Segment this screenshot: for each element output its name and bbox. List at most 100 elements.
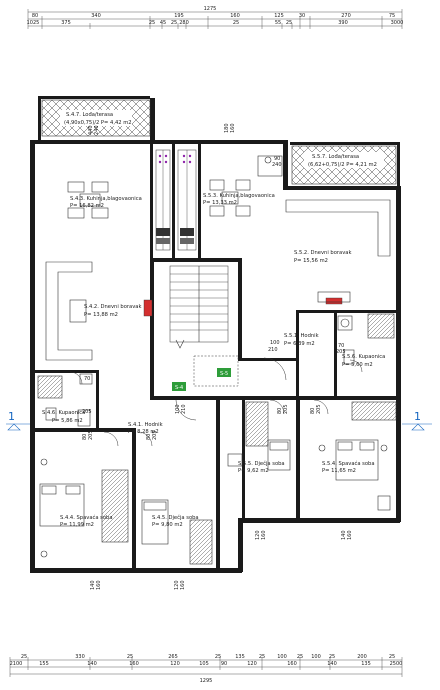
bottom-dim: 25	[389, 654, 395, 660]
door-swings	[69, 357, 363, 447]
top-dim: 195	[174, 13, 184, 19]
room-name: S.4.6. Kupaonica	[42, 410, 85, 416]
opening-width: 100	[175, 404, 181, 414]
opening-width: 80	[310, 408, 316, 414]
opening-width: 120	[174, 580, 180, 590]
room-area: P= 15,56 m2	[294, 258, 328, 264]
lift-shafts	[155, 149, 197, 251]
opening-width: 90	[274, 156, 280, 162]
section-marker-left: 1	[6, 410, 30, 431]
opening-height: 205	[283, 404, 289, 414]
stair-label-left-text: S-4	[175, 385, 183, 391]
opening-width: 80	[82, 434, 88, 440]
top-dim: 1025	[27, 20, 40, 26]
opening-height: 160	[347, 530, 353, 540]
bottom-total-dim: 1295	[200, 678, 213, 684]
chimney-left	[143, 299, 153, 317]
room-area: P= 5,60 m2	[342, 362, 373, 368]
opening-height: 205	[152, 430, 158, 440]
opening-height: 160	[96, 580, 102, 590]
bottom-dim: 265	[168, 654, 178, 660]
inner-walls	[34, 144, 396, 570]
bath-left-fixtures	[37, 373, 93, 427]
bottom-dim: 135	[235, 654, 245, 660]
room-name: S.5.3. Kuhinja,blagovaonica	[203, 193, 275, 199]
top-dim: 30	[299, 13, 305, 19]
opening-height: 210	[268, 347, 278, 353]
section-label-left: 1	[8, 410, 15, 423]
bottom-dim: 140	[87, 661, 97, 667]
top-dim: 75	[389, 13, 395, 19]
bottom-dim: 160	[129, 661, 139, 667]
kitchen-left-furniture	[67, 181, 109, 219]
room-area: P= 11,65 m2	[322, 468, 356, 474]
opening-height: 240	[94, 125, 100, 135]
top-dim: 160	[230, 13, 240, 19]
opening-height: 205	[88, 430, 94, 440]
room-name: S.4.4. Spavaća soba	[60, 514, 113, 521]
opening-height: 160	[230, 123, 236, 133]
bottom-dim: 25	[259, 654, 265, 660]
outer-walls	[30, 96, 401, 573]
room-area: (4,90x0,75)/2 P= 4,42 m2	[64, 120, 132, 126]
room-area: P= 5,86 m2	[52, 418, 83, 424]
bottom-dim: 2100	[10, 661, 23, 667]
room-area: P= 16,82 m2	[70, 203, 104, 209]
bottom-dim: 100	[311, 654, 321, 660]
opening-height: 210	[181, 404, 187, 414]
bottom-dim: 25	[215, 654, 221, 660]
bottom-dim: 200	[357, 654, 367, 660]
opening-width: 440	[88, 125, 94, 135]
top-dim: 25	[171, 20, 177, 26]
opening-height: 160	[261, 530, 267, 540]
opening-width: 140	[90, 580, 96, 590]
opening-width: 180	[224, 123, 230, 133]
room-name: S.5.7. Lođa/terasa	[312, 154, 359, 160]
bed-master-right	[318, 401, 397, 511]
opening-width: 70	[84, 376, 90, 382]
bottom-dim: 135	[361, 661, 371, 667]
room-area: P= 13,88 m2	[84, 312, 118, 318]
room-area: P= 9,62 m2	[238, 468, 269, 474]
opening-height: 160	[180, 580, 186, 590]
bottom-dim: 160	[287, 661, 297, 667]
opening-width: 70	[338, 343, 344, 349]
room-name: S.5.2. Dnevni boravak	[294, 250, 351, 256]
kitchen-right-furniture	[209, 155, 283, 217]
room-name: S.4.1. Hodnik	[128, 422, 163, 428]
top-dim: 340	[91, 13, 101, 19]
bottom-dimensions: 1295 2100 155 140 160 120 105 90 120 160…	[10, 654, 403, 684]
opening-width: 120	[255, 530, 261, 540]
opening-width: 80	[277, 408, 283, 414]
top-dim: 80	[32, 13, 38, 19]
opening-height: 205	[316, 404, 322, 414]
top-dim: 270	[341, 13, 351, 19]
stair-label-left	[172, 382, 186, 391]
living-right-furniture	[285, 199, 391, 303]
room-name: S.4.5. Dječja soba	[152, 514, 199, 521]
section-label-right: 1	[414, 410, 421, 423]
bottom-dim: 2500	[390, 661, 403, 667]
bed-child-left	[141, 499, 213, 565]
bottom-dim: 90	[221, 661, 227, 667]
top-dim: 25	[286, 20, 292, 26]
top-dim: 25	[233, 20, 239, 26]
bottom-dim: 155	[39, 661, 49, 667]
room-name: S.5.6. Kupaonica	[342, 354, 385, 360]
section-marker-right: 1	[402, 410, 432, 431]
room-name: S.4.2. Dnevni boravak	[84, 304, 141, 310]
opening-width: 80	[146, 434, 152, 440]
opening-height: 205	[82, 409, 92, 415]
bottom-dim: 105	[199, 661, 209, 667]
room-area: P= 6,39 m2	[284, 341, 315, 347]
room-name: S.4.7. Lođa/terasa	[66, 112, 113, 118]
room-area: P= 8,28 m2	[128, 429, 159, 435]
stair-label-right-text: S-5	[220, 371, 228, 377]
top-dim: 3000	[391, 20, 404, 26]
top-total-dim: 1275	[204, 6, 217, 12]
living-left-furniture	[45, 261, 93, 361]
opening-height: 240	[272, 162, 282, 168]
room-name: S.5.4. Spavaća soba	[322, 460, 375, 467]
opening-width: 140	[341, 530, 347, 540]
